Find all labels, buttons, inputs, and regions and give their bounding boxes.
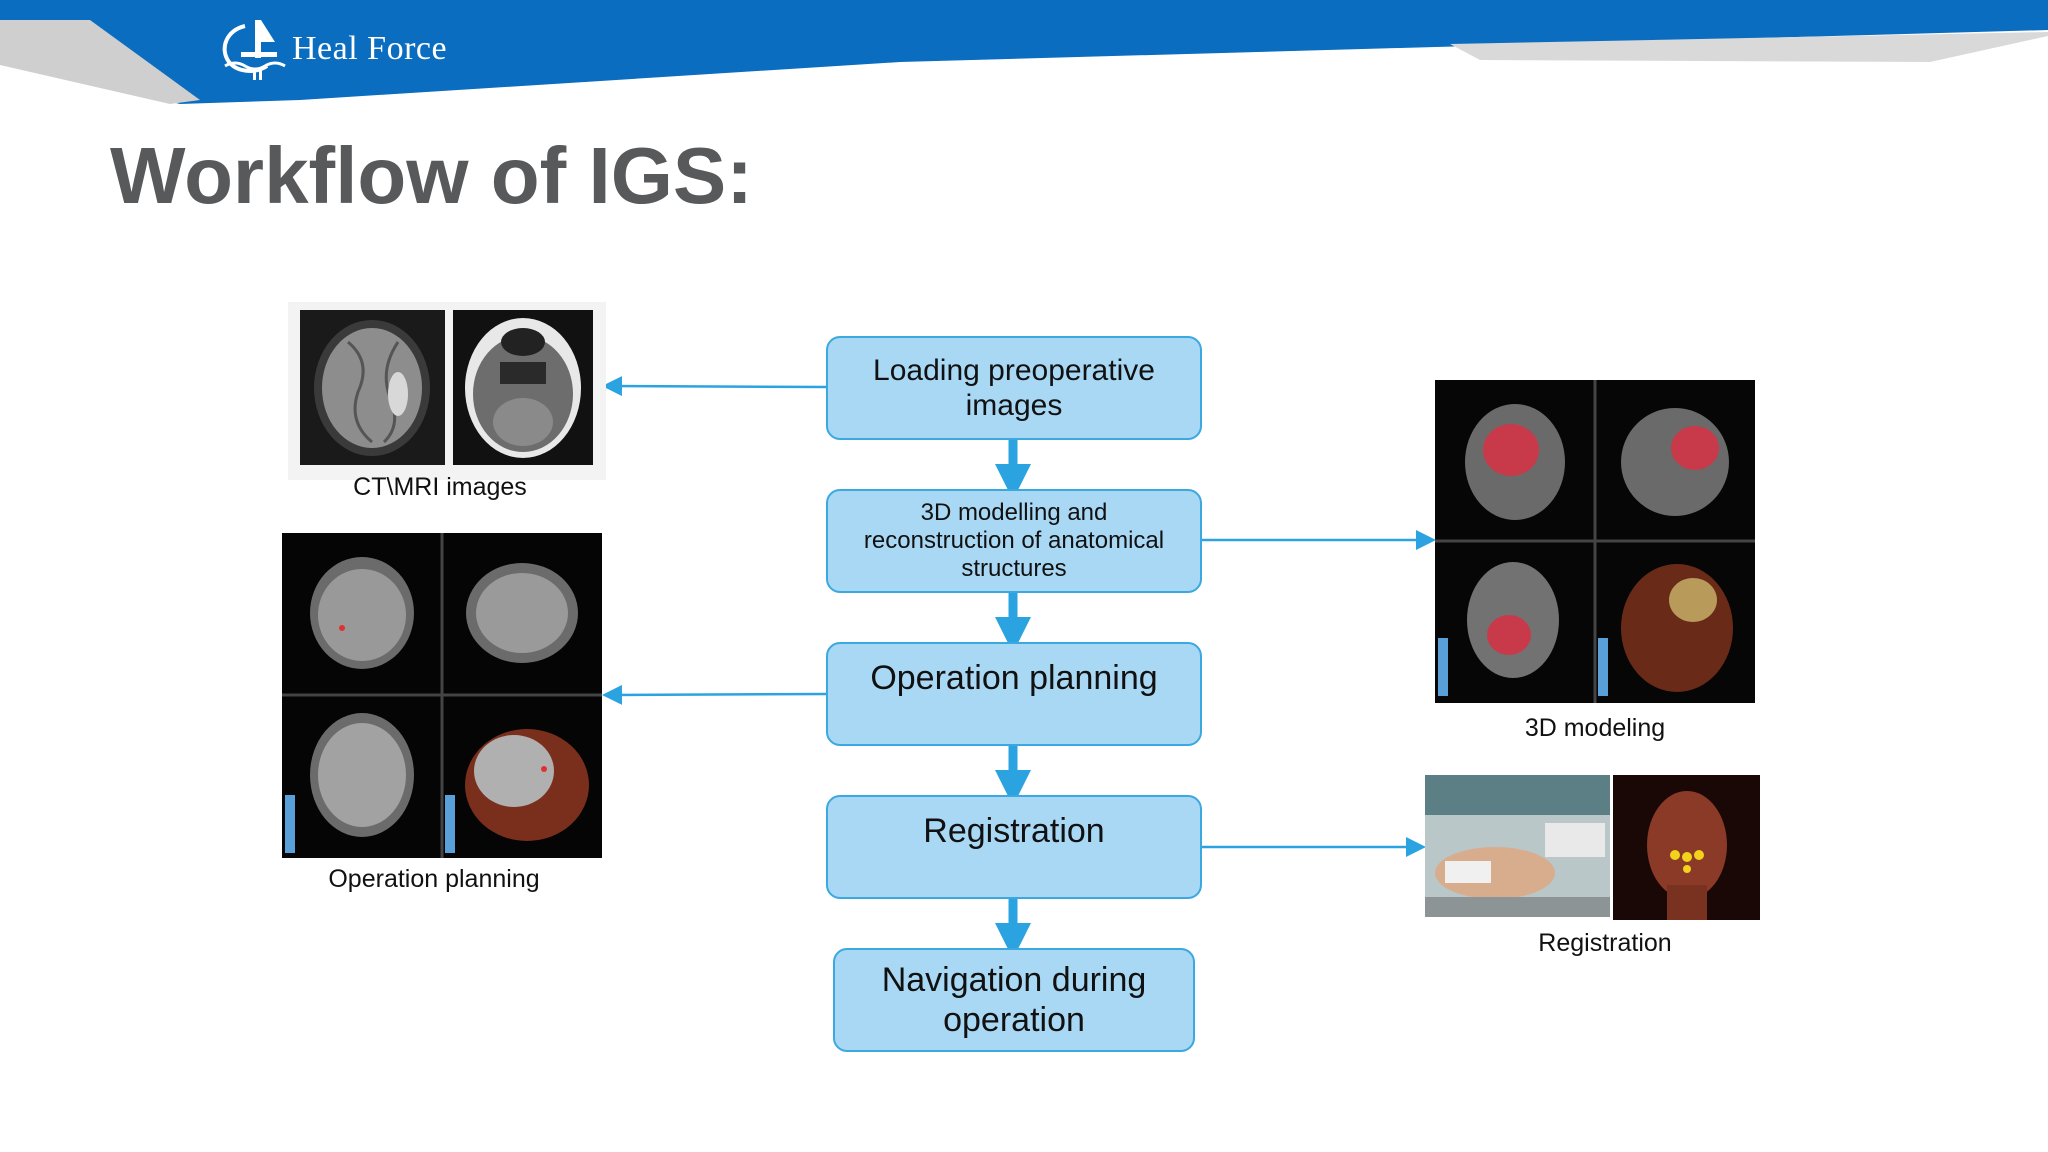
step-navigation-during-operation: Navigation during operation <box>833 948 1195 1052</box>
arrow-to-ct-mri <box>602 376 827 397</box>
page-title: Workflow of IGS: <box>110 131 753 220</box>
ct-mri-image <box>300 310 593 465</box>
ct-mri-caption: CT\MRI images <box>353 473 527 501</box>
3d-modeling-caption: 3D modeling <box>1524 714 1666 742</box>
step-3d-modelling: 3D modelling and reconstruction of anato… <box>826 489 1202 593</box>
header-banner <box>0 0 2048 104</box>
step-operation-planning: Operation planning <box>826 642 1202 746</box>
3d-modeling-figure <box>1435 380 1755 703</box>
brand-name: Heal Force <box>292 30 448 67</box>
heal-force-logo-icon <box>222 20 286 80</box>
registration-caption: Registration <box>1538 929 1672 957</box>
step-loading-preoperative-images: Loading preoperative images <box>826 336 1202 440</box>
registration-image <box>1425 775 1760 920</box>
operation-planning-figure <box>282 533 602 858</box>
step-registration: Registration <box>826 795 1202 899</box>
banner-grey-left-accent <box>0 20 200 104</box>
registration-figure <box>1425 775 1760 920</box>
operation-planning-caption: Operation planning <box>328 865 540 893</box>
arrow-to-operation-planning <box>602 684 827 705</box>
3d-modeling-image <box>1435 380 1755 703</box>
operation-planning-image <box>282 533 602 858</box>
ct-mri-figure <box>288 302 606 480</box>
banner-grey-right-accent <box>1450 32 2048 62</box>
banner-blue-band <box>0 0 2048 104</box>
